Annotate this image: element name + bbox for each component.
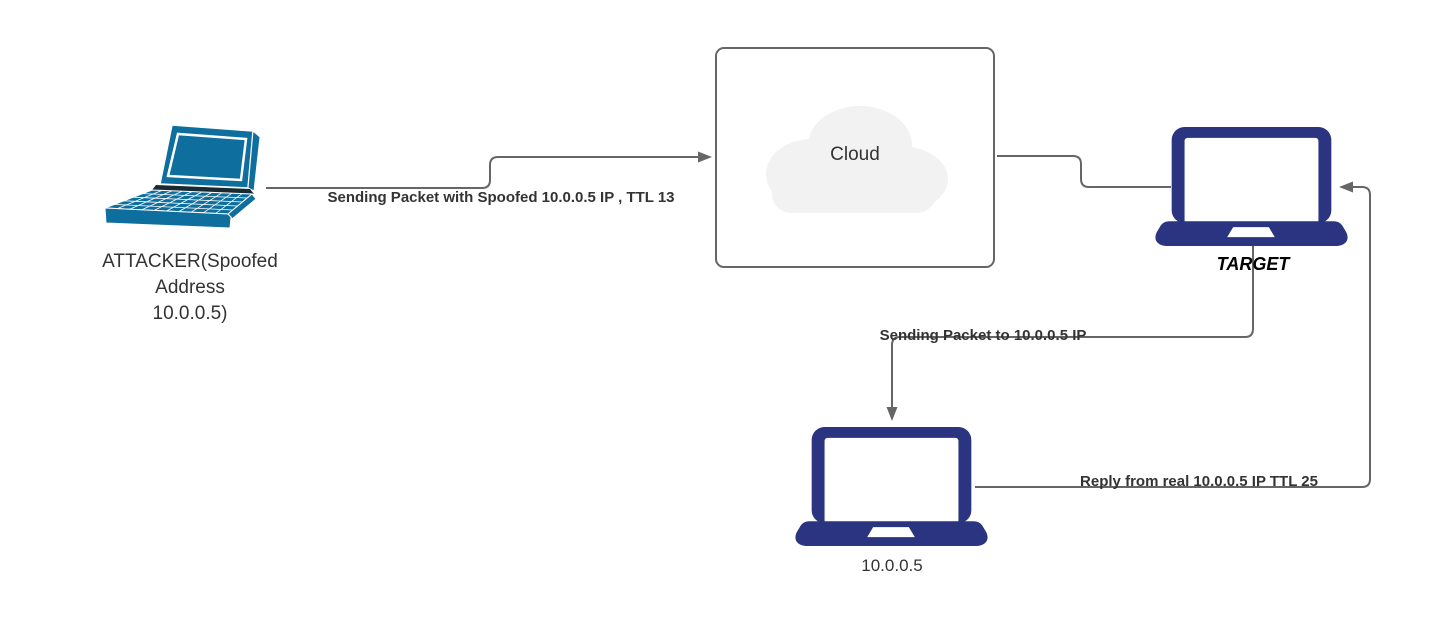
connector-realhost-to-target	[975, 181, 1371, 488]
arrowhead-down-icon	[886, 407, 898, 421]
attacker-laptop-3d-icon	[104, 124, 261, 229]
attacker-label-line2: Address	[155, 277, 225, 298]
edge-label-sending-packet: Sending Packet to 10.0.0.5 IP	[879, 327, 1087, 344]
keyboard-grid	[114, 190, 248, 214]
arrowhead-right-icon	[698, 151, 712, 163]
cloud-icon	[766, 106, 948, 213]
attacker-label-line1: ATTACKER(Spoofed	[102, 251, 278, 272]
attacker-label: ATTACKER(Spoofed Address 10.0.0.5)	[75, 249, 305, 327]
edge-label-reply: Reply from real 10.0.0.5 IP TTL 25	[1080, 473, 1318, 490]
attacker-label-line3: 10.0.0.5)	[152, 303, 228, 324]
cloud-label: Cloud	[830, 144, 880, 165]
connector-attacker-to-cloud	[266, 151, 712, 189]
arrowhead-left-icon	[1339, 181, 1353, 193]
connector-cloud-to-target	[997, 155, 1171, 188]
realhost-label: 10.0.0.5	[861, 556, 923, 575]
connector-target-to-realhost	[886, 246, 1254, 421]
realhost-laptop-icon	[795, 427, 988, 546]
target-laptop-icon	[1155, 127, 1348, 246]
target-label: TARGET	[1216, 254, 1290, 274]
edge-label-spoofed-packet: Sending Packet with Spoofed 10.0.0.5 IP …	[327, 189, 675, 206]
cloud-node: Cloud	[715, 47, 995, 268]
